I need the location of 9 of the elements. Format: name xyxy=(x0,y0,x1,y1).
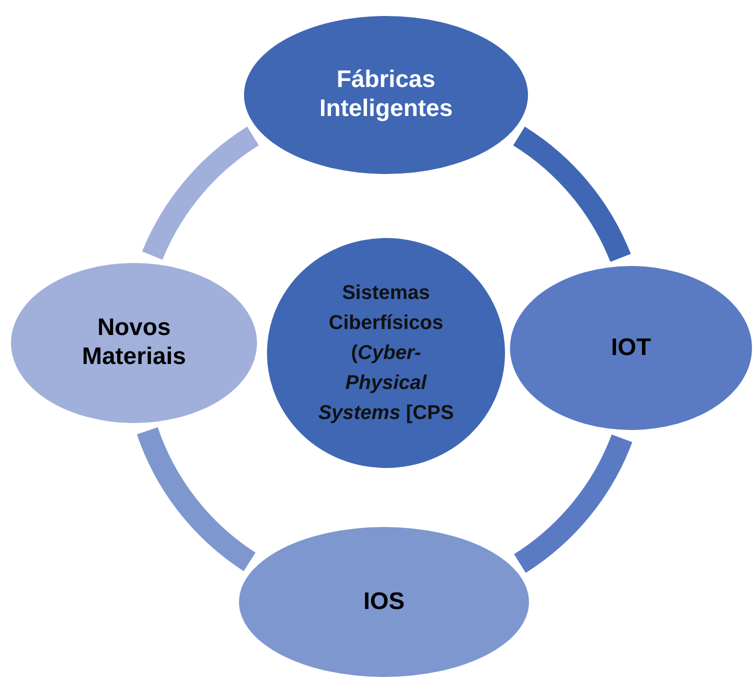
arc-connector xyxy=(514,434,632,572)
arc-connector xyxy=(512,127,631,263)
node-label: IOT xyxy=(610,334,652,362)
arc-connector xyxy=(142,127,260,260)
node-label: Sistemas Ciberfísicos (Cyber-Physical Systems [CPS xyxy=(317,281,455,426)
arc-connector xyxy=(137,426,256,571)
node-label: IOS xyxy=(362,588,406,616)
node-label: Fábricas Inteligentes xyxy=(318,66,454,124)
node-label: Novos Materiais xyxy=(80,314,188,372)
